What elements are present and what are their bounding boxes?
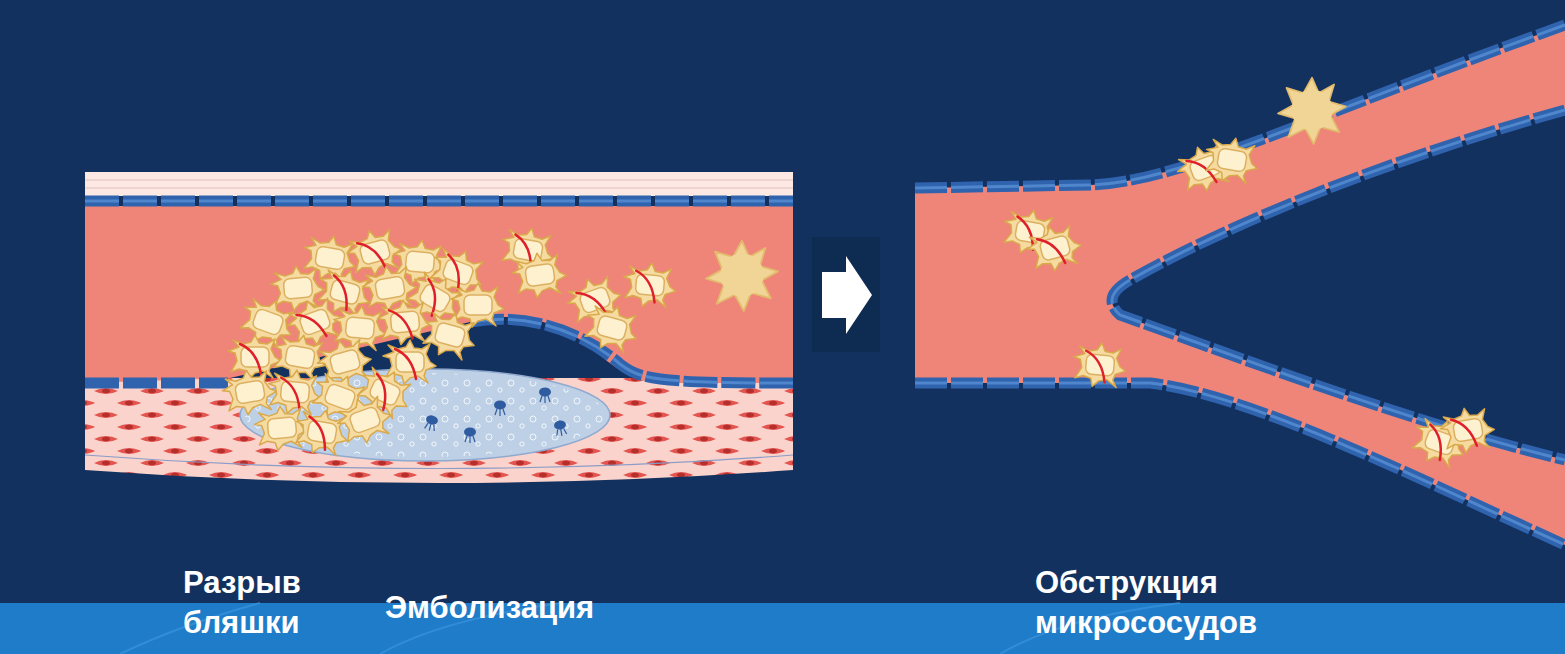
transition-arrow	[812, 237, 880, 352]
caption-label: Эмболизация	[385, 588, 594, 628]
embolizing-platelets	[498, 224, 778, 356]
caption-label: Разрыв бляшки	[183, 563, 323, 643]
plaque-rupture-illustration	[85, 172, 793, 483]
microvessel-illustration	[915, 25, 1565, 545]
platelet-thrombus	[220, 224, 504, 458]
caption-label: Обструкция микрососудов	[1035, 563, 1325, 643]
